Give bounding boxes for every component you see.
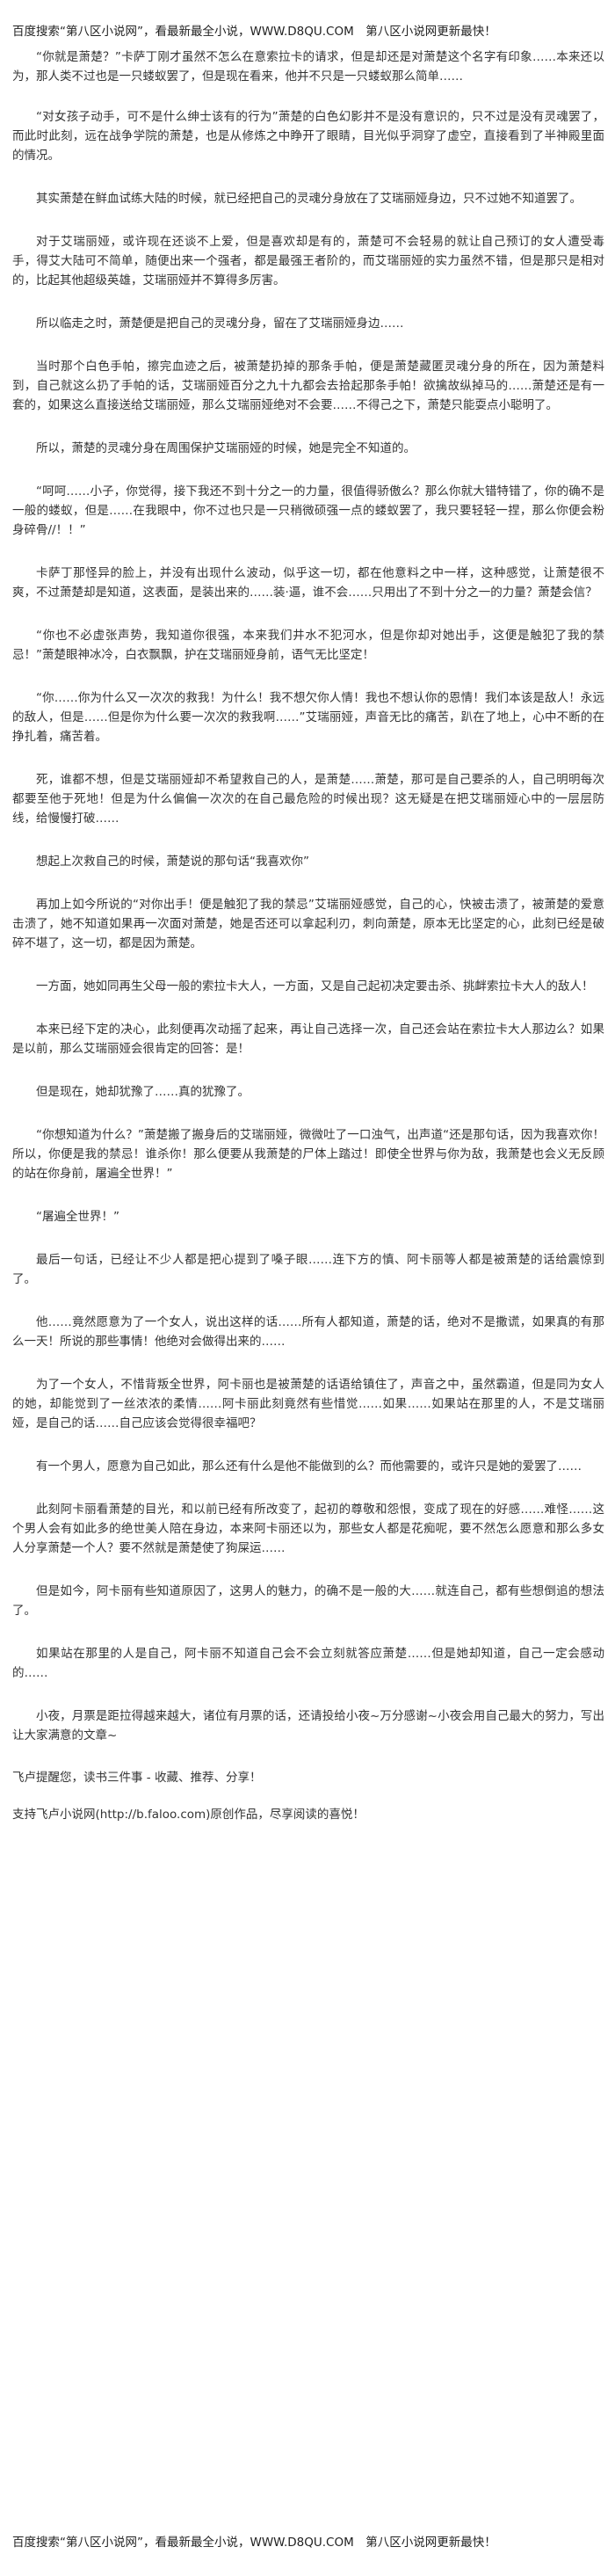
paragraph: “你就是萧楚？”卡萨丁刚才虽然不怎么在意索拉卡的请求，但是却还是对萧楚这个名字有… — [12, 50, 604, 84]
paragraph: 此刻阿卡丽看萧楚的目光，和以前已经有所改变了，起初的尊敬和怨恨，变成了现在的好感… — [12, 1503, 604, 1555]
paragraph: 死，谁都不想，但是艾瑞丽娅却不希望救自己的人，是萧楚……萧楚，那可是自己要杀的人… — [12, 773, 604, 826]
paragraph: 对于艾瑞丽娅，或许现在还谈不上爱，但是喜欢却是有的，萧楚可不会轻易的就让自己预订… — [12, 235, 604, 287]
paragraph: 本来已经下定的决心，此刻便再次动摇了起来，再让自己选择一次，自己还会站在索拉卡大… — [12, 1022, 604, 1056]
paragraph: 最后一句话，已经让不少人都是把心提到了嗓子眼……连下方的慎、阿卡丽等人都是被萧楚… — [12, 1253, 604, 1286]
paragraph: “呵呵……小子，你觉得，接下我还不到十分之一的力量，很值得骄傲么？那么你就大错特… — [12, 484, 604, 537]
paragraph: 小夜，月票是距拉得越来越大，诸位有月票的话，还请投给小夜~万分感谢~小夜会用自己… — [12, 1709, 604, 1743]
paragraph: 所以临走之时，萧楚便是把自己的灵魂分身，留在了艾瑞丽娅身边…… — [36, 317, 404, 331]
paragraph: 如果站在那里的人是自己，阿卡丽不知道自己会不会立刻就答应萧楚……但是她却知道，自… — [12, 1647, 604, 1680]
paragraph: 但是现在，她却犹豫了……真的犹豫了。 — [36, 1085, 250, 1099]
paragraph: “你也不必虚张声势，我知道你很强，本来我们井水不犯河水，但是你却对她出手，这便是… — [12, 629, 604, 662]
paragraph: 一方面，她如同再生父母一般的索拉卡大人，一方面，又是自己起初决定要击杀、挑衅索拉… — [36, 979, 594, 993]
paragraph: 但是如今，阿卡丽有些知道原因了，这男人的魅力，的确不是一般的大……就连自己，都有… — [12, 1584, 604, 1618]
paragraph: 想起上次救自己的时候，萧楚说的那句话“我喜欢你” — [36, 855, 309, 869]
paragraph: “对女孩子动手，可不是什么绅士该有的行为”萧楚的白色幻影并不是没有意识的，只不过… — [12, 110, 604, 163]
paragraph: 他……竟然愿意为了一个女人，说出这样的话……所有人都知道，萧楚的话，绝对不是撒谎… — [12, 1315, 604, 1349]
chapter-content: “你就是萧楚？”卡萨丁刚才虽然不怎么在意索拉卡的请求，但是却还是对萧楚这个名字有… — [12, 47, 604, 1745]
paragraph: “你……你为什么又一次次的救我！为什么！我不想欠你人情！我也不想认你的恩情！我们… — [12, 691, 604, 744]
paragraph: 其实萧楚在鲜血试练大陆的时候，就已经把自己的灵魂分身放在了艾瑞丽娅身边，只不过她… — [36, 192, 582, 206]
paragraph: 卡萨丁那怪异的脸上，并没有出现什么波动，似乎这一切，都在他意料之中一样，这种感觉… — [12, 566, 604, 600]
support-notice: 支持飞卢小说网(http://b.faloo.com)原创作品，尽享阅读的喜悦！ — [12, 1808, 365, 1822]
paragraph: “你想知道为什么？”萧楚搬了搬身后的艾瑞丽娅，微微吐了一口浊气，出声道“还是那句… — [12, 1128, 604, 1181]
paragraph: 为了一个女人，不惜背叛全世界，阿卡丽也是被萧楚的话语给镇住了，声音之中，虽然霸道… — [12, 1378, 604, 1430]
paragraph: “屠遍全世界！” — [36, 1210, 119, 1224]
reading-reminder: 飞卢提醒您，读书三件事 - 收藏、推荐、分享！ — [12, 1771, 262, 1785]
site-banner-top: 百度搜索“第八区小说网”，看最新最全小说，WWW.D8QU.COM 第八区小说网… — [12, 25, 496, 39]
paragraph: 再加上如今所说的“对你出手！便是触犯了我的禁忌”艾瑞丽娅感觉，自己的心，快被击溃… — [12, 898, 604, 950]
paragraph: 当时那个白色手帕，擦完血迹之后，被萧楚扔掉的那条手帕，便是萧楚藏匿灵魂分身的所在… — [12, 360, 604, 412]
paragraph: 所以，萧楚的灵魂分身在周围保护艾瑞丽娅的时候，她是完全不知道的。 — [36, 441, 416, 455]
site-banner-bottom: 百度搜索“第八区小说网”，看最新最全小说，WWW.D8QU.COM 第八区小说网… — [12, 2536, 496, 2550]
paragraph: 有一个男人，愿意为自己如此，那么还有什么是他不能做到的么？而他需要的，或许只是她… — [36, 1459, 582, 1474]
